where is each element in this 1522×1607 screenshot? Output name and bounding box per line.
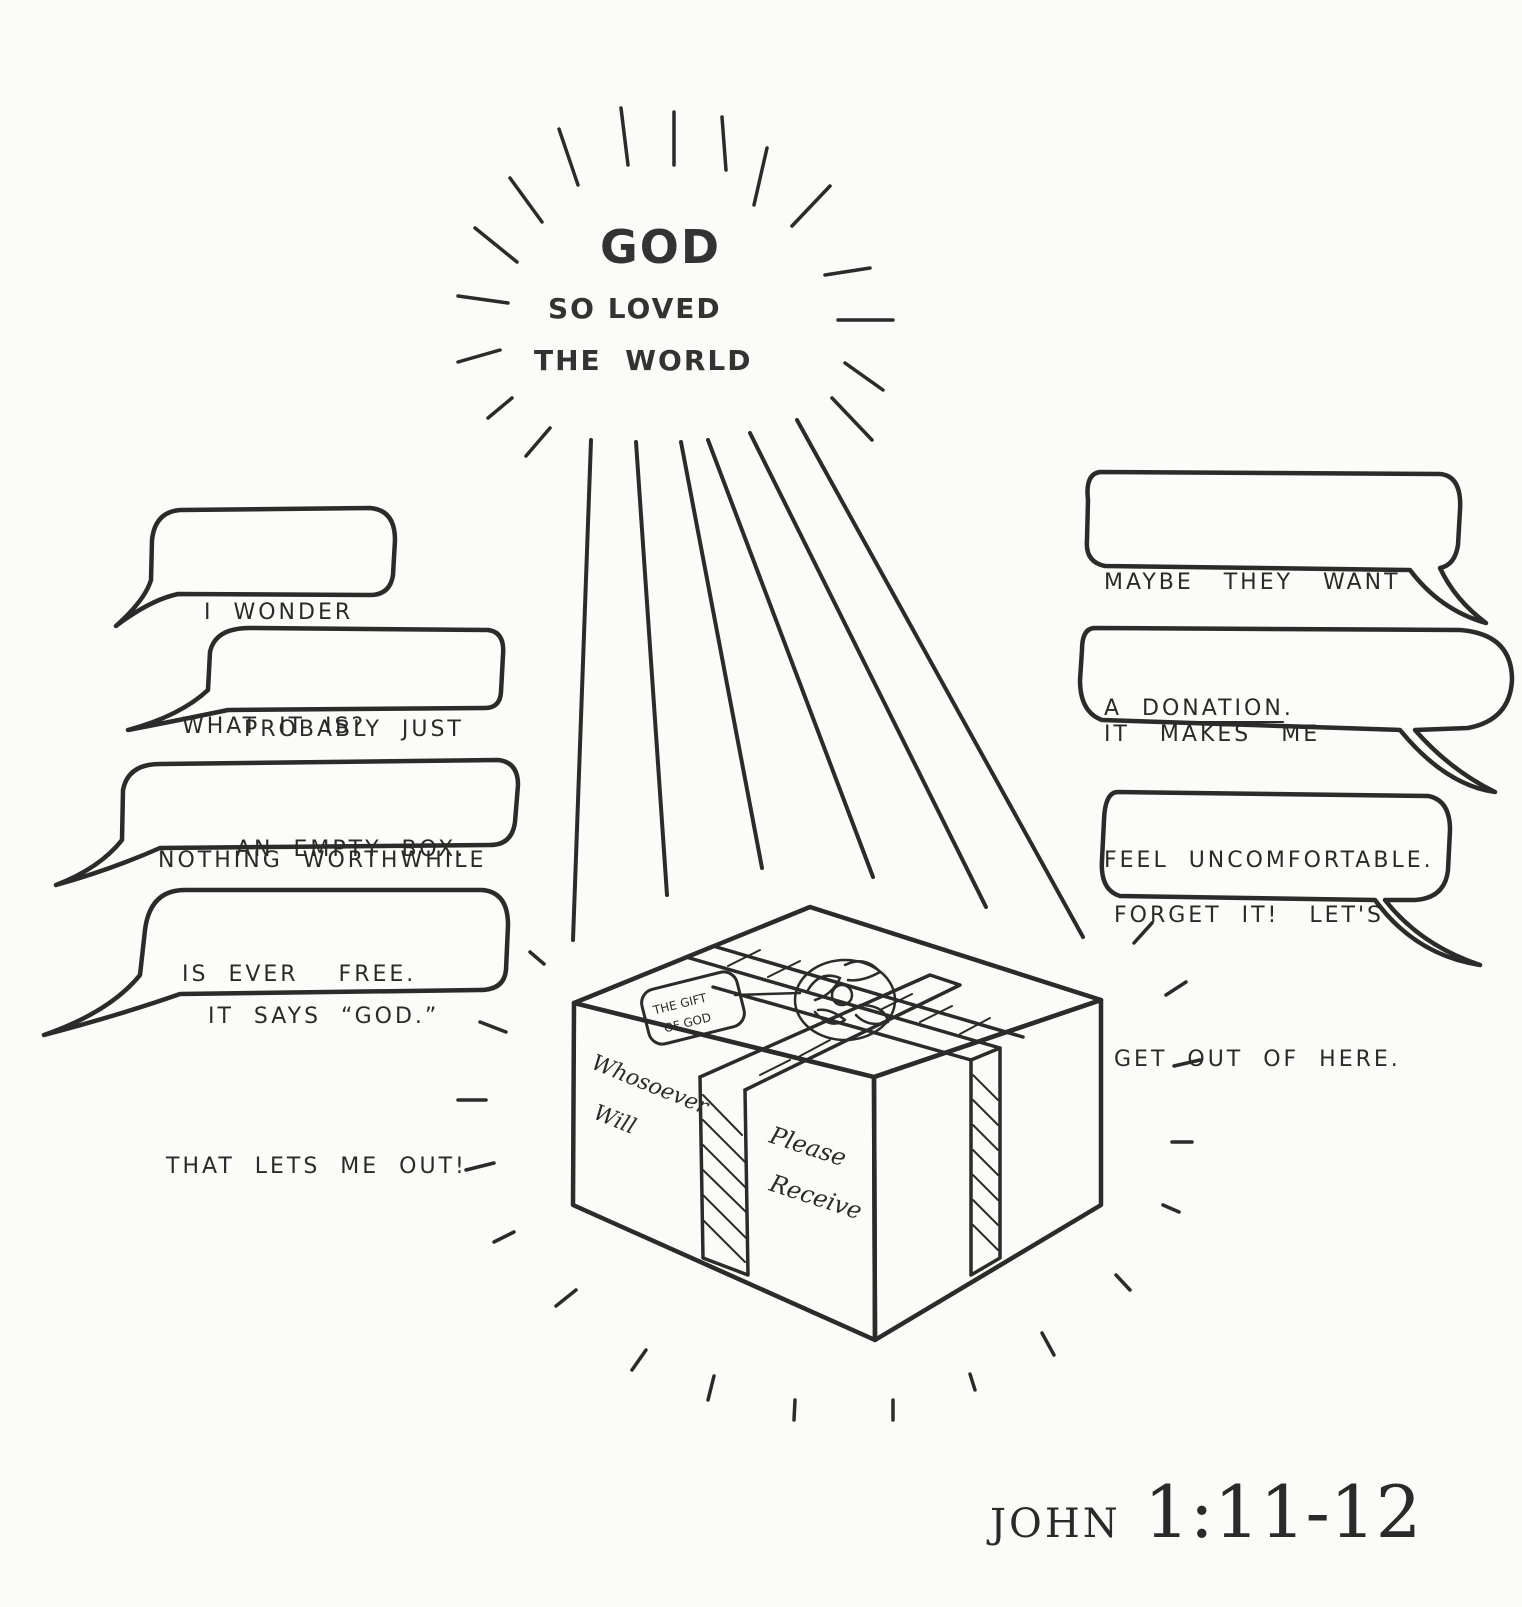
- box-right-face: [871, 997, 1104, 1343]
- glow-dashes: [456, 921, 1202, 1422]
- bubble-1-line1: I WONDER: [204, 600, 354, 625]
- bubble-text-1: I WONDER WHAT IT IS?: [182, 518, 366, 784]
- bubble-outline-7: [1099, 789, 1483, 968]
- bubble-2-line2: AN EMPTY BOX.: [236, 837, 467, 862]
- box-front-text-line2: Receive: [765, 1169, 865, 1225]
- gift-tag: THE GIFT OF GOD: [640, 970, 802, 1046]
- bubble-text-7: FORGET IT! LET'S GET OUT OF HERE.: [1114, 796, 1401, 1132]
- bubble-text-6: IT MAKES ME FEEL UNCOMFORTABLE.: [1104, 630, 1434, 924]
- gift-box: THE GIFT OF GOD Whosoever Will Please Re…: [570, 904, 1104, 1343]
- bubble-3-line1: NOTHING WORTHWHILE: [158, 848, 487, 873]
- bubble-4-line1: IT SAYS “GOD.”: [208, 1004, 440, 1029]
- light-beams: [571, 418, 1085, 942]
- bubble-outline-2: [125, 625, 506, 733]
- bubble-6-line1: IT MAKES ME: [1104, 722, 1321, 747]
- box-left-text-line2: Will: [590, 1100, 640, 1139]
- bubble-text-2: PROBABLY JUST AN EMPTY BOX.: [236, 630, 466, 910]
- bubble-outline-3: [53, 757, 521, 888]
- bubble-outline-1: [113, 505, 398, 629]
- bubble-5-line2: A DONATION.: [1104, 696, 1294, 721]
- ribbon-hatching: [702, 949, 999, 1263]
- heading-so-loved: SO LOVED: [548, 292, 722, 325]
- bubble-3-line2: IS EVER FREE.: [182, 962, 417, 987]
- bubble-text-3: NOTHING WORTHWHILE IS EVER FREE.: [158, 766, 486, 1032]
- gift-bow: [793, 958, 897, 1042]
- bubble-7-line2: GET OUT OF HERE.: [1114, 1047, 1401, 1072]
- box-ribbon: [684, 944, 1025, 1277]
- bubble-6-line2: FEEL UNCOMFORTABLE.: [1104, 848, 1434, 873]
- bubble-text-5: MAYBE THEY WANT A DONATION.: [1104, 478, 1401, 772]
- bubble-7-line1: FORGET IT! LET'S: [1114, 903, 1384, 928]
- bubble-5-line1: MAYBE THEY WANT: [1104, 570, 1401, 595]
- bubble-2-line1: PROBABLY JUST: [244, 717, 464, 742]
- bubble-1-line2: WHAT IT IS?: [182, 714, 367, 739]
- reference-verses: 1:11-12: [1143, 1470, 1422, 1554]
- sunburst-rays: [456, 106, 895, 458]
- box-left-face: [570, 1000, 878, 1343]
- heading-god: GOD: [600, 220, 722, 274]
- bubble-outline-5: [1084, 469, 1489, 626]
- box-front-text-line1: Please: [765, 1121, 850, 1172]
- bubble-text-4: IT SAYS “GOD.” THAT LETS ME OUT!: [166, 892, 467, 1242]
- bubble-outline-4: [41, 887, 511, 1038]
- scripture-reference: JOHN 1:11-12: [990, 1470, 1421, 1554]
- bubble-outline-6: [1077, 625, 1515, 795]
- reference-book: JOHN: [990, 1501, 1121, 1547]
- speech-bubbles-right: [1077, 469, 1515, 968]
- bubble-4-line2: THAT LETS ME OUT!: [166, 1154, 467, 1179]
- heading-the-world: THE WORLD: [534, 344, 753, 377]
- speech-bubbles-left: [41, 505, 521, 1038]
- donation-underlined: DONATION: [1142, 696, 1284, 721]
- box-top-face: [571, 904, 1104, 1080]
